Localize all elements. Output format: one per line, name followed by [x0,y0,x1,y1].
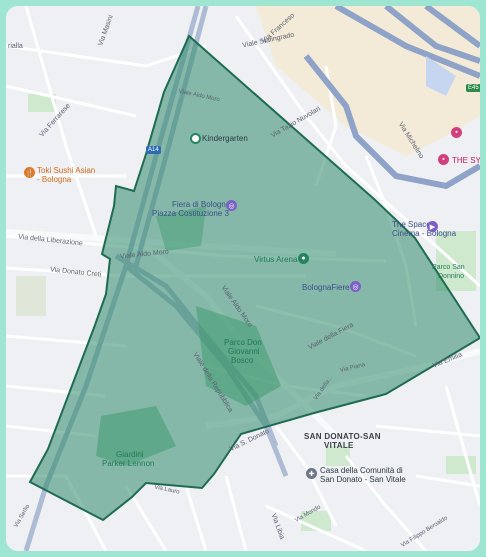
place-label: Virtus Arena [254,255,298,264]
place-label: Kindergarten [202,134,248,143]
highway-shield: E45 [466,84,480,92]
arena-pin-icon[interactable]: ● [298,253,309,264]
place-label: Parco San [432,264,465,271]
health-pin-icon[interactable]: ✚ [306,468,317,479]
water-area [426,56,456,96]
place-label: The Space [392,220,431,229]
place-label: Giovanni [228,347,260,356]
park-area [156,206,206,251]
bar-pin-icon[interactable]: ▪ [438,154,449,165]
place-label: Donnino [438,273,465,280]
place-label: Bosco [231,356,254,365]
place-label: Parco Don [224,338,262,347]
venue-pin-icon[interactable]: ◎ [350,281,361,292]
highway [303,6,480,190]
kindergarten-pin-icon[interactable] [190,133,201,144]
road-label: rialla [8,43,23,50]
park-area [16,276,46,316]
park-area [28,94,56,112]
cinema-pin-icon[interactable]: ▶ [427,221,438,232]
place-label: THE SYDNE [452,156,480,165]
park-area [326,446,350,466]
industrial-area [256,6,480,156]
place-label: Toki Sushi Asian [37,166,96,175]
district-label: SAN DONATO-SAN [304,432,381,441]
district-polygon[interactable] [28,34,480,522]
park-giardini-area [96,406,176,466]
venue-pin-icon[interactable]: ◎ [226,200,237,211]
park-don-bosco-area [196,306,281,406]
place-label: - Bologna [37,175,72,184]
hotel-pin-icon[interactable]: ▪ [451,127,462,138]
place-label: Parker Lennon [102,459,155,468]
highway-shield: A14 [146,146,161,154]
place-label: Cinema - Bologna [392,229,457,238]
restaurant-pin-icon[interactable]: 🍴 [24,167,35,178]
map-canvas[interactable] [6,6,480,551]
place-label: Casa della Comunità di [320,466,403,475]
place-label: San Donato - San Vitale [320,475,406,484]
place-label: BolognaFiere [302,283,350,292]
place-label: Giardini [116,450,144,459]
place-label: Fiera di Bologna [172,200,231,209]
map-view[interactable]: Viale Stalingrado Via Franceso Via Ferra… [6,6,480,551]
place-label: Piazza Costituzione 3 [152,209,229,218]
district-label: VITALE [324,441,354,450]
